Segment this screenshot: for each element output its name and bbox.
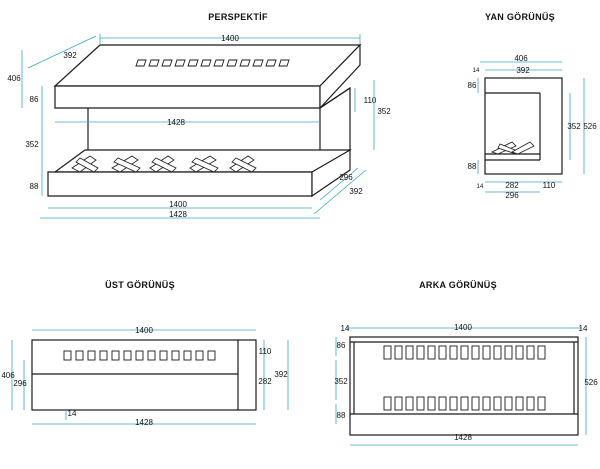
side-dim-406: 406 — [514, 54, 528, 63]
dim-1428-inner: 1428 — [167, 118, 185, 127]
dim-406: 406 — [7, 74, 21, 83]
perspective-title: PERSPEKTİF — [208, 12, 268, 22]
dim-392-top: 392 — [63, 51, 77, 60]
top-dim-14: 14 — [68, 409, 77, 418]
back-dim-86: 86 — [337, 341, 346, 350]
back-dim-526: 526 — [584, 378, 598, 387]
back-dim-1428: 1428 — [454, 433, 472, 442]
back-view: ARKA GÖRÜNÜŞ — [334, 280, 598, 446]
top-view-outline — [31, 339, 257, 411]
dim-352-left: 352 — [25, 140, 39, 149]
perspective-vents — [135, 59, 290, 67]
back-view-outline — [349, 336, 579, 436]
top-dim-406: 406 — [1, 371, 15, 380]
back-dim-352: 352 — [334, 377, 348, 386]
side-dimensions: 406 392 14 86 352 526 88 14 282 110 296 — [468, 54, 598, 200]
perspective-logs — [71, 155, 257, 173]
top-slab-front — [54, 85, 321, 109]
side-dim-296: 296 — [505, 191, 519, 200]
perspective-dimensions: 1400 392 406 86 352 1428 110 352 88 1400… — [7, 34, 391, 219]
back-view-vents-bottom — [383, 396, 546, 411]
top-slab-side — [319, 43, 361, 110]
back-dim-1400: 1400 — [454, 323, 472, 332]
side-dim-392: 392 — [516, 66, 530, 75]
back-dim-14-left: 14 — [341, 324, 350, 333]
side-view: YAN GÖRÜNÜŞ 406 392 14 86 352 526 88 14 — [468, 12, 598, 200]
side-dim-352: 352 — [567, 122, 581, 131]
base-front — [47, 171, 313, 197]
back-dim-14-right: 14 — [579, 324, 588, 333]
top-dim-296: 296 — [13, 379, 27, 388]
perspective-view: PERSPEKTİF — [7, 12, 391, 219]
dim-352-right: 352 — [377, 107, 391, 116]
side-dim-14-top: 14 — [473, 68, 480, 74]
top-dim-1428: 1428 — [135, 418, 153, 427]
side-dim-110: 110 — [543, 181, 556, 190]
top-dim-110: 110 — [259, 347, 272, 356]
top-dim-1400: 1400 — [135, 326, 153, 335]
dim-1400-top: 1400 — [221, 34, 239, 43]
side-outline — [484, 77, 563, 175]
base-side — [311, 148, 351, 198]
top-dim-282: 282 — [258, 377, 272, 386]
side-dim-86: 86 — [468, 81, 477, 90]
side-logs — [490, 141, 535, 155]
side-dim-14-bottom: 14 — [477, 184, 484, 190]
dim-392-bottom: 392 — [349, 187, 363, 196]
side-dim-282: 282 — [505, 181, 519, 190]
back-title: ARKA GÖRÜNÜŞ — [419, 280, 497, 290]
dim-86: 86 — [30, 95, 39, 104]
dim-1428-bottom: 1428 — [169, 210, 187, 219]
back-view-dimensions: 14 1400 14 86 352 88 526 1428 — [334, 323, 598, 446]
back-view-vents-top — [383, 345, 546, 360]
dim-1400-bottom: 1400 — [169, 200, 187, 209]
top-view: ÜST GÖRÜNÜŞ 1400 406 296 — [1, 280, 289, 427]
dim-110: 110 — [364, 96, 377, 105]
top-view-dimensions: 1400 406 296 110 282 392 14 1428 — [1, 326, 289, 427]
dim-88: 88 — [30, 182, 39, 191]
side-dim-88: 88 — [468, 162, 477, 171]
top-view-vents — [63, 350, 216, 361]
back-dim-88: 88 — [337, 411, 346, 420]
side-dim-526: 526 — [583, 122, 597, 131]
dim-296: 296 — [339, 173, 353, 182]
top-dim-392: 392 — [274, 370, 288, 379]
top-title: ÜST GÖRÜNÜŞ — [105, 280, 175, 290]
side-title: YAN GÖRÜNÜŞ — [485, 12, 555, 22]
